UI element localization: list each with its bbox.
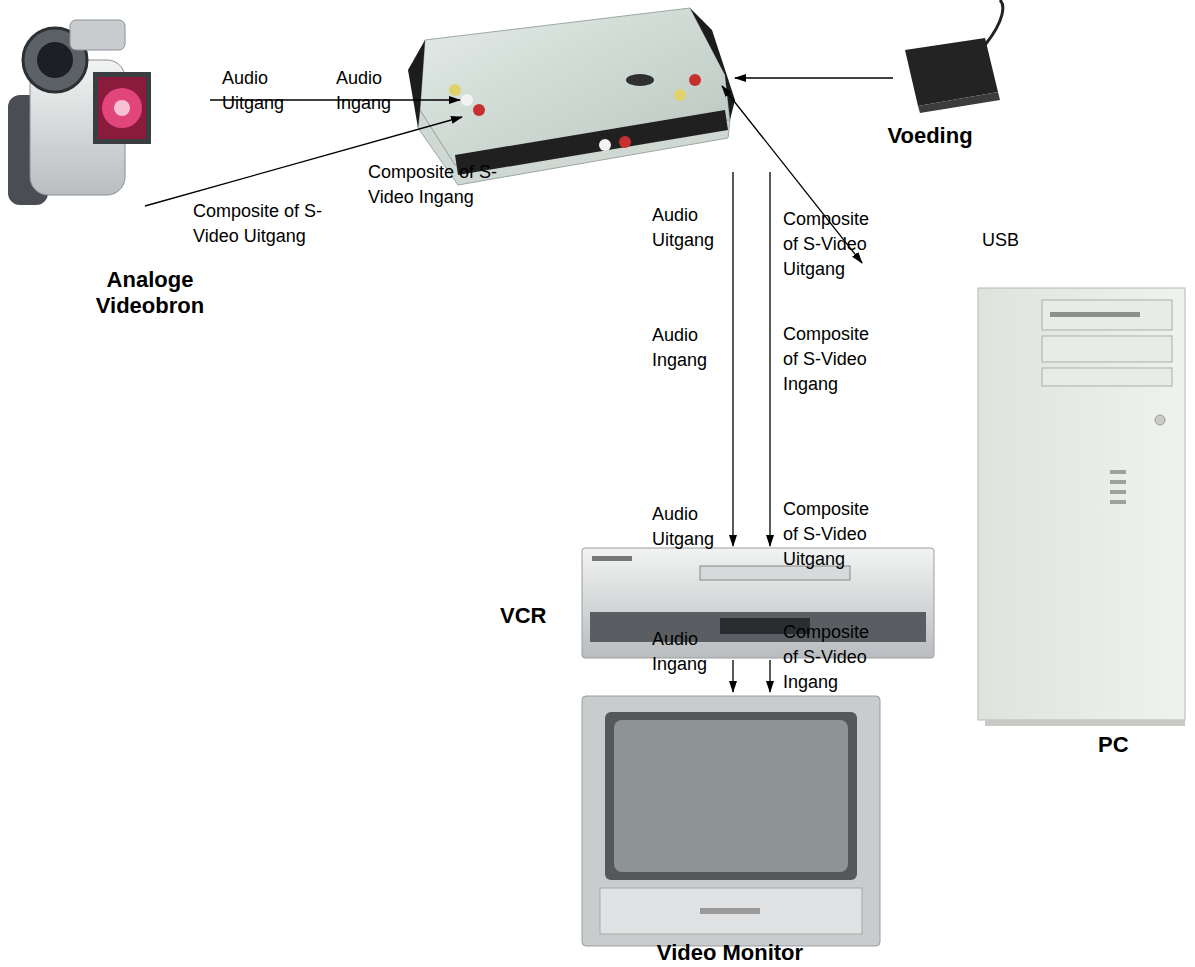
port-label: Composite of S-Video Uitgang [783,207,878,282]
port-label: Composite of S-Video Ingang [368,160,518,210]
power-wire [735,77,893,78]
pc-tower [978,288,1185,726]
port-label: Audio Ingang [652,627,722,677]
device-name: Voeding [880,123,980,149]
port-label: Audio Uitgang [652,203,722,253]
device-node: Video Monitor [580,692,880,967]
device-name: Analoge Videobron [90,267,210,319]
port-label: Composite of S-Video Uitgang [193,199,343,249]
signal-arrow [769,660,770,692]
port-label: Audio Ingang [336,66,406,116]
device-node: VCR [495,545,935,660]
video-wire [769,172,770,546]
port-label: Composite of S-Video Ingang [783,322,878,397]
port-label: Composite of S-Video Uitgang [783,497,878,572]
port-label: Audio Uitgang [222,66,292,116]
camcorder [8,20,151,205]
device-node: PC [970,280,1195,760]
device-name: Video Monitor [580,940,880,966]
port-label: Composite of S-Video Ingang [783,620,878,695]
capture-device [408,8,735,185]
port-label: USB [982,228,1032,253]
power-adapter [905,0,1003,113]
port-label: Audio Uitgang [652,502,722,552]
signal-arrow [732,660,733,692]
vcr-player [582,548,934,658]
port-label: Audio Ingang [652,323,722,373]
device-name: VCR [500,603,560,629]
device-node: Analoge Videobron [0,15,215,320]
audio-wire [732,172,733,546]
device-node: Voeding [880,20,1010,155]
crt-television [582,696,880,946]
device-name: PC [1098,732,1138,758]
